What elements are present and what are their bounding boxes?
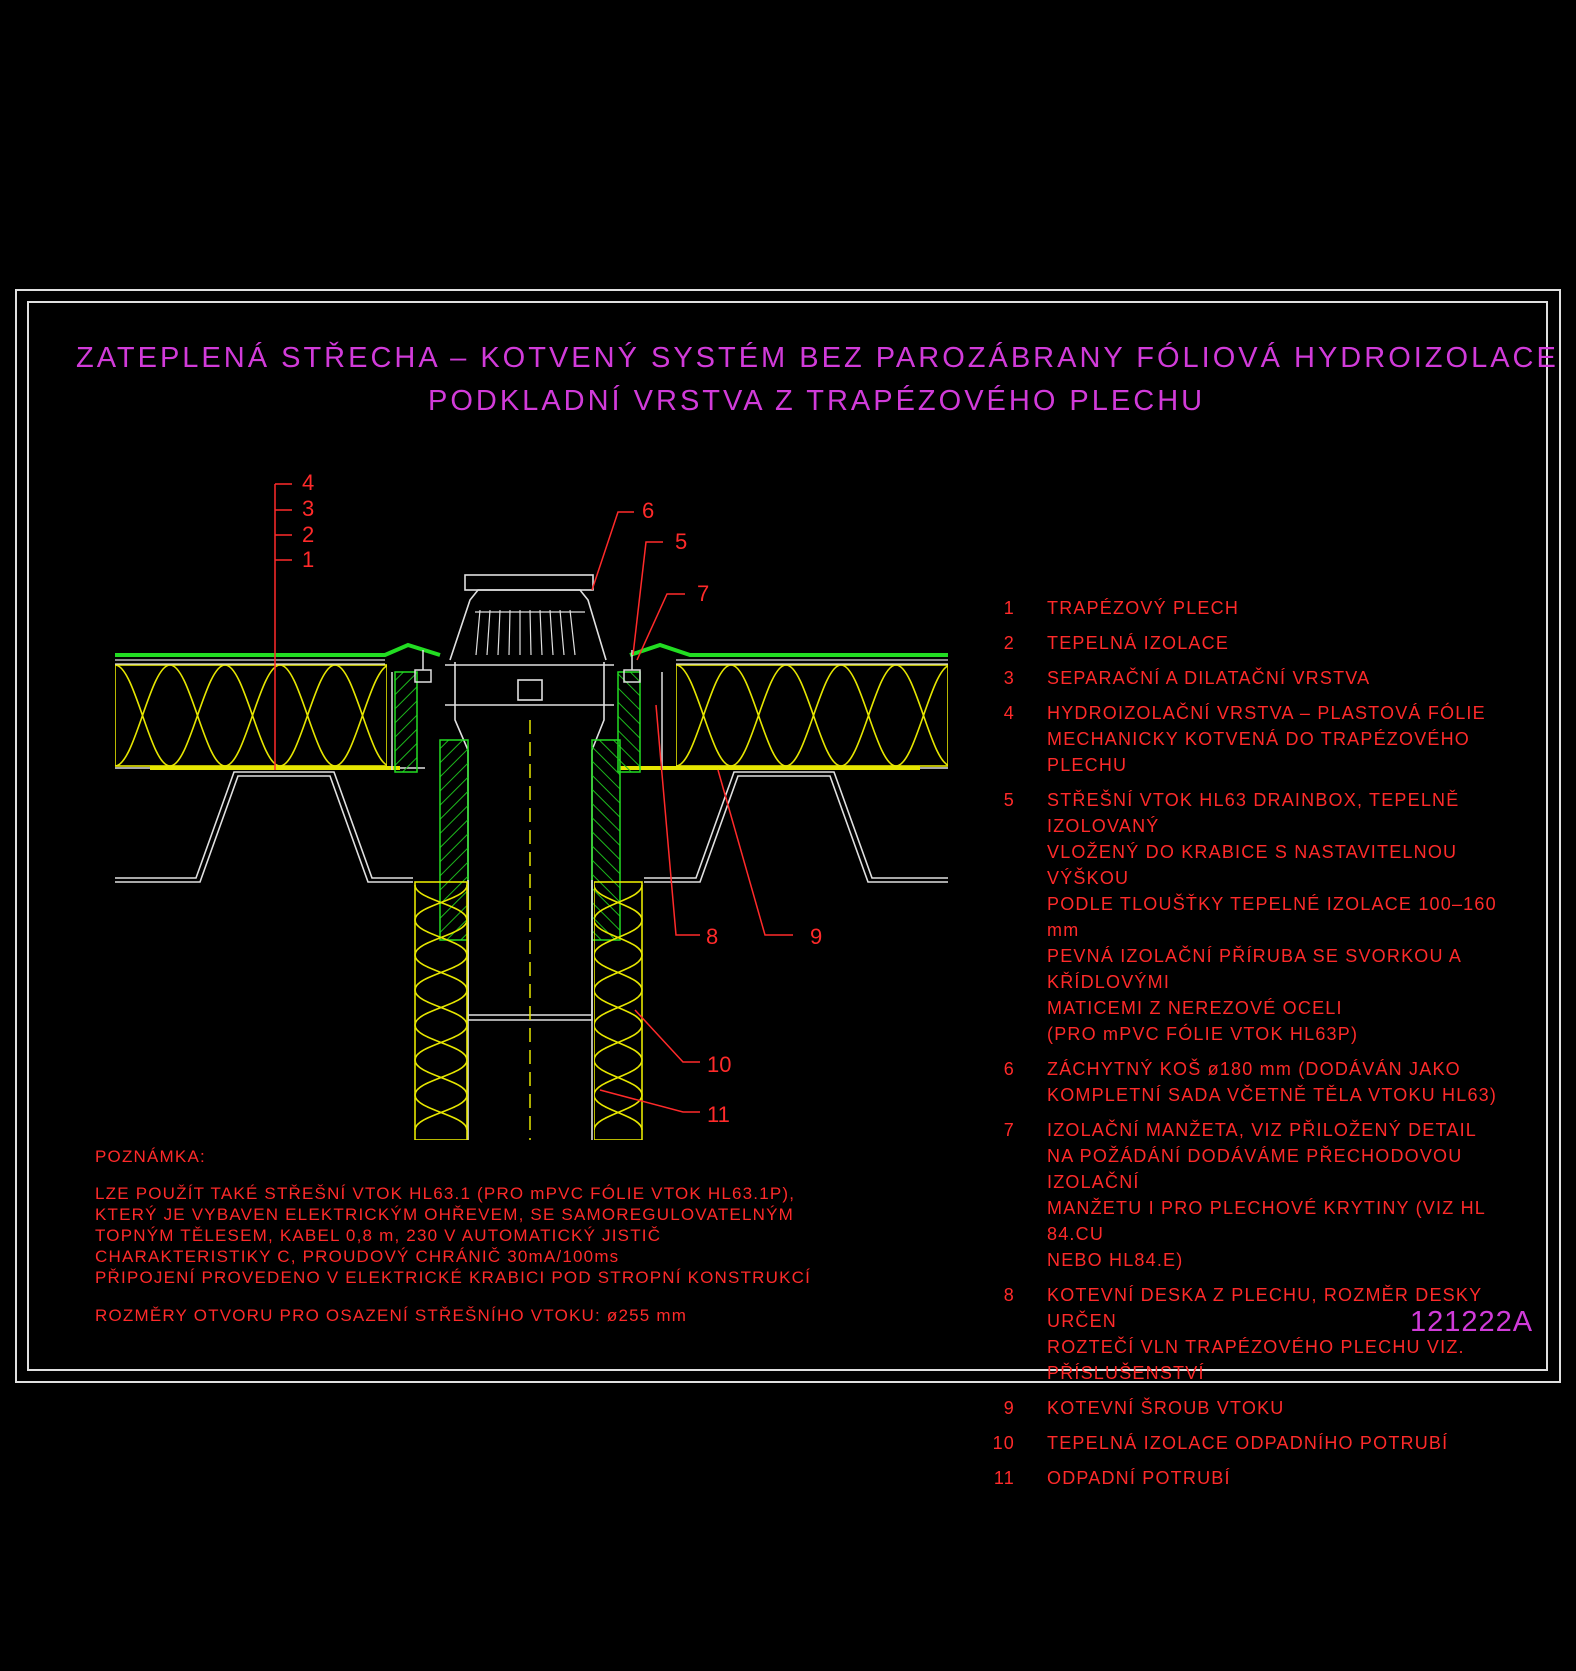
note-heading: POZNÁMKA: xyxy=(95,1147,206,1166)
callout-1: 1 xyxy=(302,547,315,572)
note-opening-size: ROZMĚRY OTVORU PRO OSAZENÍ STŘEŠNÍHO VTO… xyxy=(95,1306,688,1325)
drawing-title-line-1: ZATEPLENÁ STŘECHA – KOTVENÝ SYSTÉM BEZ P… xyxy=(76,342,1559,374)
callout-8: 8 xyxy=(706,924,719,949)
note-line: LZE POUŽÍT TAKÉ STŘEŠNÍ VTOK HL63.1 (PRO… xyxy=(95,1184,796,1203)
note-line: PŘIPOJENÍ PROVEDENO V ELEKTRICKÉ KRABICI… xyxy=(95,1268,812,1287)
leader-lines xyxy=(274,483,793,1113)
pipe-insulation-left xyxy=(414,881,468,1140)
note-line: TOPNÝM TĚLESEM, KABEL 0,8 m, 230 V AUTOM… xyxy=(95,1226,662,1245)
thermal-insulation-right xyxy=(676,664,948,767)
wing-nuts xyxy=(391,650,663,770)
inner-frame xyxy=(27,301,1548,1371)
callout-2: 2 xyxy=(302,522,315,547)
callout-4: 4 xyxy=(302,470,315,495)
callout-9: 9 xyxy=(810,924,823,949)
note-block: POZNÁMKA: LZE POUŽÍT TAKÉ STŘEŠNÍ VTOK H… xyxy=(95,1147,855,1326)
outer-frame xyxy=(15,289,1561,1383)
callout-11: 11 xyxy=(707,1102,730,1127)
strainer-basket xyxy=(475,609,585,656)
note-line: KTERÝ JE VYBAVEN ELEKTRICKÝM OHŘEVEM, SE… xyxy=(95,1205,794,1224)
note-line: CHARAKTERISTIKY C, PROUDOVÝ CHRÁNIČ 30mA… xyxy=(95,1247,620,1266)
callout-3: 3 xyxy=(302,496,315,521)
waterproofing-membrane xyxy=(115,642,948,657)
callout-7: 7 xyxy=(697,581,710,606)
callout-6: 6 xyxy=(642,498,655,523)
trapezoidal-sheet xyxy=(115,767,948,883)
callout-5: 5 xyxy=(675,529,688,554)
drain-box-insulation xyxy=(394,671,641,941)
pipe-insulation-right xyxy=(594,881,643,1140)
callout-10: 10 xyxy=(707,1052,732,1077)
drawing-title-line-2: PODKLADNÍ VRSTVA Z TRAPÉZOVÉHO PLECHU xyxy=(428,385,1206,417)
drawing-code: 121222A xyxy=(1410,1306,1534,1338)
thermal-insulation-left xyxy=(115,664,387,767)
